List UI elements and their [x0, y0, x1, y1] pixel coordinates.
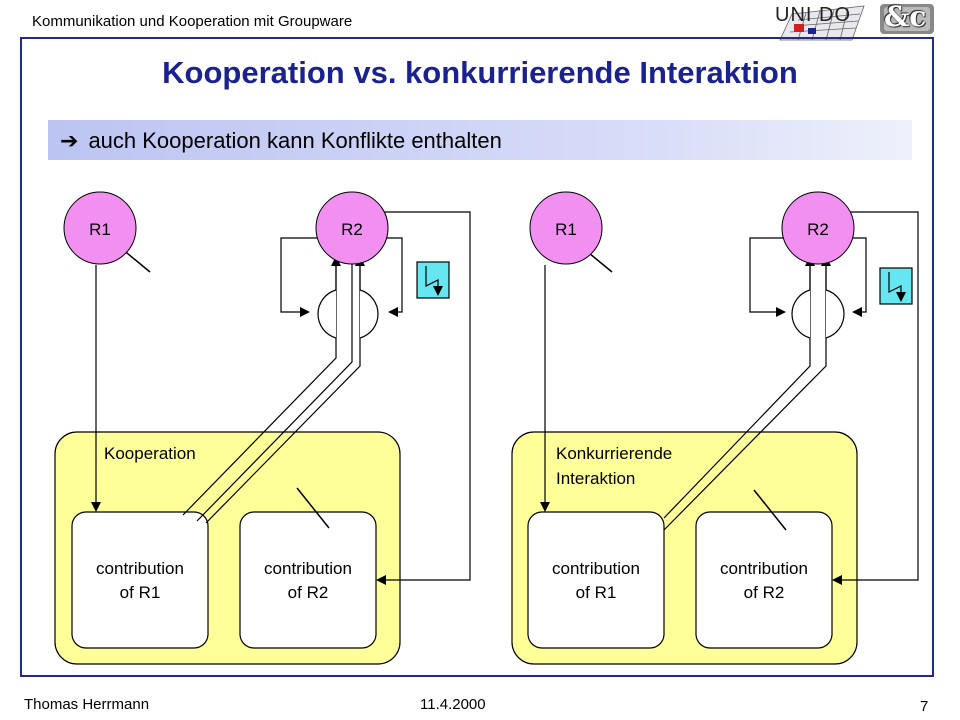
- left-box1-line2: of R1: [120, 583, 161, 602]
- left-r2-label: R2: [341, 220, 363, 239]
- slide-frame: [20, 37, 934, 677]
- uni-do-logo: [779, 5, 865, 41]
- left-box1-line1: contribution: [96, 559, 184, 578]
- footer-page-number: 7: [920, 698, 929, 715]
- subtitle-bar: [48, 120, 912, 160]
- left-r1-circle: [63, 191, 137, 265]
- left-box2-line1: contribution: [264, 559, 352, 578]
- footer-author: Thomas Herrmann: [24, 696, 150, 713]
- left-box2-tick: [296, 487, 330, 529]
- uni-do-logo-text: UNI DO: [775, 4, 851, 26]
- right-r1-label: R1: [555, 220, 577, 239]
- right-conflict-box: [879, 267, 913, 305]
- lightning-icon: [888, 272, 906, 302]
- right-box-r2: [695, 511, 833, 649]
- arrow-icon: ➔: [60, 129, 79, 154]
- right-r2-label: R2: [807, 220, 829, 239]
- amp-logo: [880, 4, 934, 34]
- right-loop-left: [749, 237, 792, 317]
- right-r1-circle: [529, 191, 603, 265]
- right-panel-label-line2: Interaktion: [556, 469, 635, 488]
- right-r2-circle: [781, 191, 855, 265]
- left-diagram: R1 R2 Kooperation contribution of R1 con…: [54, 191, 471, 665]
- footer-date: 11.4.2000: [420, 696, 486, 713]
- left-loop-right: [376, 237, 403, 317]
- left-conflict-box: [416, 261, 450, 299]
- lightning-icon: [425, 266, 443, 296]
- course-title: Kommunikation und Kooperation mit Groupw…: [32, 13, 353, 30]
- subtitle-label: auch Kooperation kann Konflikte enthalte…: [88, 128, 502, 153]
- left-r2-circle: [315, 191, 389, 265]
- right-outer-loop: [832, 211, 919, 585]
- amp-logo-text: &c: [884, 0, 927, 33]
- right-operator: [791, 289, 845, 339]
- left-loop-left: [280, 237, 326, 317]
- right-box-r1: [527, 511, 665, 649]
- right-box2-line2: of R2: [744, 583, 785, 602]
- left-box-r1: [71, 511, 209, 649]
- subtitle: ➔ auch Kooperation kann Konflikte enthalt…: [60, 128, 502, 154]
- right-box2-tick: [753, 489, 787, 531]
- left-operator: [317, 289, 379, 339]
- left-r1-label: R1: [89, 220, 111, 239]
- left-box-r2: [239, 511, 377, 649]
- right-box2-line1: contribution: [720, 559, 808, 578]
- right-panel-label-line1: Konkurrierende: [556, 444, 672, 463]
- right-box1-line2: of R1: [576, 583, 617, 602]
- right-loop-right: [842, 237, 867, 317]
- right-box1-line1: contribution: [552, 559, 640, 578]
- slide-title: Kooperation vs. konkurrierende Interakti…: [162, 55, 798, 90]
- left-panel-label: Kooperation: [104, 444, 196, 463]
- left-outer-loop: [372, 211, 471, 585]
- left-box2-line2: of R2: [288, 583, 329, 602]
- right-diagram: R1 R2 Konkurrierende Interaktion contrib…: [511, 191, 919, 665]
